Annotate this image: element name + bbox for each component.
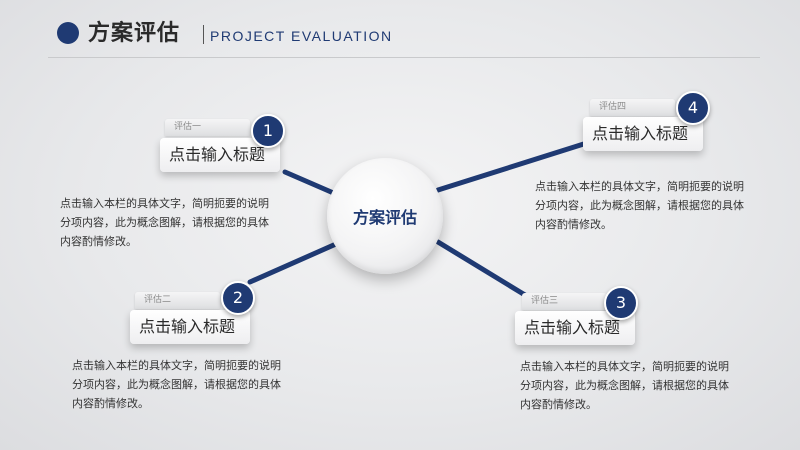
page-title: 方案评估 (88, 21, 181, 46)
item-1-number-badge: 1 (251, 114, 285, 148)
item-2-tag: 评估二 (135, 292, 220, 309)
page-subtitle: PROJECT EVALUATION (210, 28, 393, 44)
connector-2 (247, 237, 348, 285)
slide-header: 方案评估 PROJECT EVALUATION (0, 0, 800, 60)
connector-4 (435, 139, 593, 193)
center-node: 方案评估 (327, 158, 443, 274)
item-2-description: 点击输入本栏的具体文字，简明扼要的说明分项内容，此为概念图解，请根据您的具体内容… (72, 359, 281, 410)
item-4-tag: 评估四 (590, 99, 675, 116)
item-2-title-card[interactable]: 点击输入标题 (130, 310, 250, 344)
header-divider (48, 57, 760, 58)
connector-3 (435, 239, 528, 298)
item-1-description: 点击输入本栏的具体文字，简明扼要的说明分项内容，此为概念图解，请根据您的具体内容… (60, 197, 269, 248)
item-4-description: 点击输入本栏的具体文字，简明扼要的说明分项内容，此为概念图解，请根据您的具体内容… (535, 180, 744, 231)
item-3-description: 点击输入本栏的具体文字，简明扼要的说明分项内容，此为概念图解，请根据您的具体内容… (520, 360, 729, 411)
item-4-title-card[interactable]: 点击输入标题 (583, 117, 703, 151)
center-label: 方案评估 (352, 208, 417, 227)
item-4-number-badge: 4 (676, 91, 710, 125)
header-separator (203, 25, 204, 44)
header-dot-icon (57, 22, 79, 44)
item-2-number-badge: 2 (221, 281, 255, 315)
item-3-number-badge: 3 (604, 286, 638, 320)
item-1-tag: 评估一 (165, 119, 250, 136)
item-3-tag: 评估三 (522, 293, 607, 310)
